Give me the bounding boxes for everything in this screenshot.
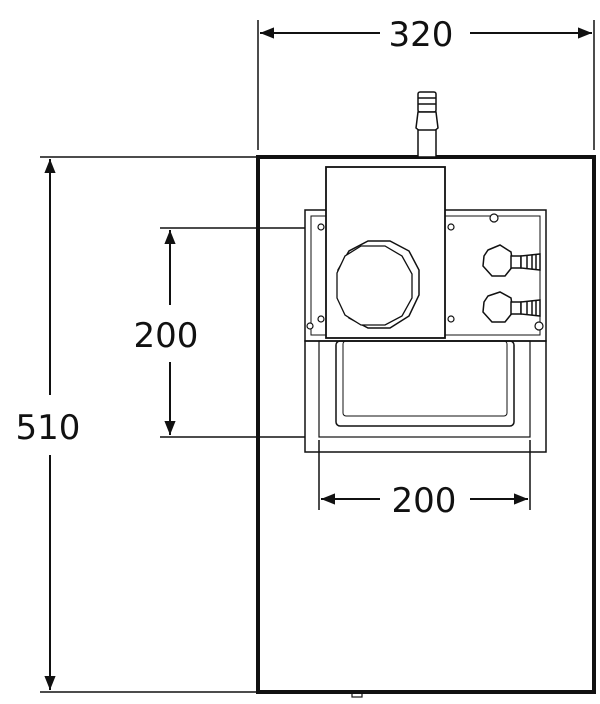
- dimension-left-height: [40, 156, 258, 693]
- screw-icons: [306, 213, 544, 331]
- hose-connector-upper: [482, 244, 541, 277]
- label-inner-width: 200: [392, 481, 457, 521]
- hose-connector-lower: [482, 291, 541, 323]
- motor-housing: [325, 166, 446, 339]
- bottom-tab: [351, 691, 363, 698]
- label-overall-height: 510: [16, 408, 81, 448]
- dimension-top-width: [257, 20, 595, 150]
- top-fitting: [415, 91, 439, 158]
- dimension-inner-height: [160, 227, 305, 438]
- label-inner-height: 200: [134, 316, 199, 356]
- label-overall-width: 320: [389, 15, 454, 55]
